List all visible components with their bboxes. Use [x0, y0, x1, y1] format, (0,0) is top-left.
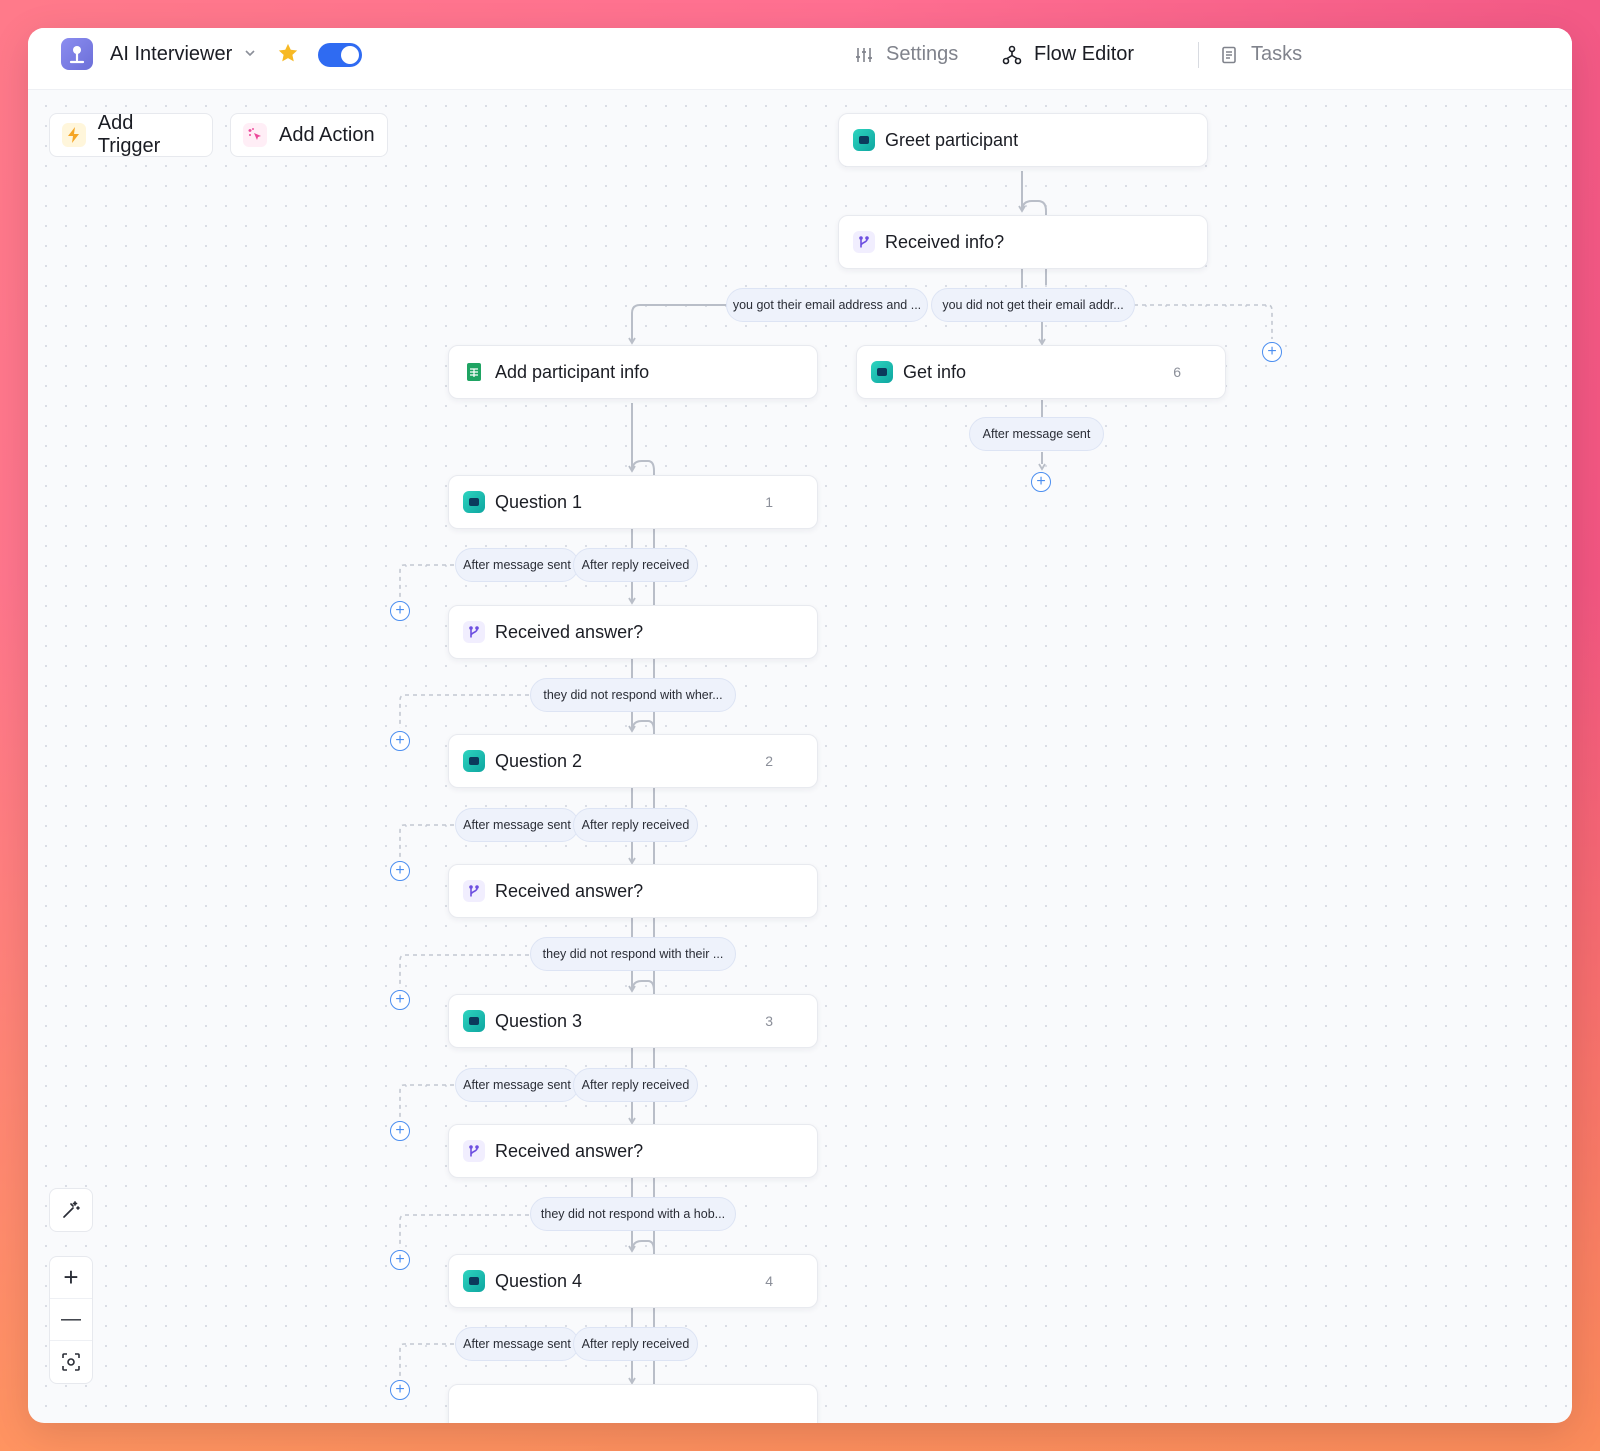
node-label: Question 1: [495, 491, 583, 512]
branch-icon: [463, 880, 485, 902]
nav-divider: [1198, 42, 1199, 68]
add-step-plus-icon[interactable]: +: [390, 601, 410, 621]
add-trigger-label: Add Trigger: [97, 112, 161, 157]
edge-label-after-reply-received[interactable]: After reply received: [573, 548, 698, 582]
node-label: Received answer?: [495, 1140, 644, 1161]
node-label: Question 2: [495, 750, 583, 771]
app-logo-icon[interactable]: [61, 38, 93, 70]
message-icon: [463, 1270, 485, 1292]
message-trigger-icon: [853, 129, 875, 151]
node-label: Received info?: [885, 231, 1005, 252]
app-window: AI Interviewer Settings Flow Editor Task…: [28, 28, 1572, 1423]
zoom-controls: + —: [49, 1256, 93, 1384]
message-icon: [463, 750, 485, 772]
add-step-plus-icon[interactable]: +: [1262, 342, 1282, 362]
step-count: 3: [765, 1013, 773, 1029]
edge-label-no-response[interactable]: they did not respond with a hob...: [530, 1197, 736, 1231]
edge-label-after-reply-received[interactable]: After reply received: [573, 1068, 698, 1102]
fit-view-button[interactable]: [50, 1341, 92, 1383]
zoom-out-button[interactable]: —: [50, 1299, 92, 1341]
branch-icon: [463, 1140, 485, 1162]
step-count: 2: [765, 753, 773, 769]
magic-wand-icon: [50, 1189, 92, 1231]
add-step-plus-icon[interactable]: +: [390, 731, 410, 751]
edge-label-after-message-sent[interactable]: After message sent: [969, 417, 1104, 451]
step-count: 6: [1173, 364, 1181, 380]
node-label: Received answer?: [495, 621, 644, 642]
auto-layout-button[interactable]: [49, 1188, 93, 1232]
edge-label-after-message-sent[interactable]: After message sent: [455, 1327, 579, 1361]
add-action-label: Add Action: [279, 123, 375, 146]
add-step-plus-icon[interactable]: +: [390, 861, 410, 881]
add-step-plus-icon[interactable]: +: [390, 990, 410, 1010]
spreadsheet-icon: [463, 361, 485, 383]
tab-settings[interactable]: Settings: [854, 43, 958, 66]
step-count: 1: [765, 494, 773, 510]
add-action-button[interactable]: Add Action: [230, 113, 388, 157]
node-received-answer-2[interactable]: Received answer?: [448, 864, 818, 918]
node-label: Add participant info: [495, 361, 650, 382]
sparkle-cursor-icon: [243, 123, 267, 147]
chevron-down-icon[interactable]: [243, 46, 257, 60]
lightning-icon: [62, 123, 86, 147]
document-icon: [1222, 46, 1236, 63]
edge-label-email-yes[interactable]: you got their email address and ...: [726, 288, 928, 322]
edge-label-after-reply-received[interactable]: After reply received: [573, 808, 698, 842]
message-icon: [463, 491, 485, 513]
edge-label-no-response[interactable]: they did not respond with their ...: [530, 937, 736, 971]
tab-flow-editor[interactable]: Flow Editor: [1002, 43, 1134, 66]
node-label: Received answer?: [495, 880, 644, 901]
app-title[interactable]: AI Interviewer: [110, 43, 233, 65]
focus-icon: [62, 1353, 80, 1371]
node-question-1[interactable]: Question 1 1: [448, 475, 818, 529]
star-icon[interactable]: [277, 42, 299, 64]
tab-tasks[interactable]: Tasks: [1219, 43, 1302, 66]
edge-label-email-no[interactable]: you did not get their email addr...: [931, 288, 1135, 322]
top-bar: AI Interviewer Settings Flow Editor Task…: [28, 28, 1572, 90]
flow-enabled-toggle[interactable]: [318, 43, 362, 67]
message-icon: [463, 1010, 485, 1032]
node-label: Question 4: [495, 1270, 583, 1291]
node-label: Greet participant: [885, 129, 1019, 150]
flow-icon: [1002, 45, 1022, 64]
node-question-3[interactable]: Question 3 3: [448, 994, 818, 1048]
add-step-plus-icon[interactable]: +: [390, 1121, 410, 1141]
node-get-info[interactable]: Get info 6: [856, 345, 1226, 399]
node-received-answer-1[interactable]: Received answer?: [448, 605, 818, 659]
add-step-plus-icon[interactable]: +: [1031, 472, 1051, 492]
edge-label-after-message-sent[interactable]: After message sent: [455, 808, 579, 842]
branch-icon: [853, 231, 875, 253]
add-trigger-button[interactable]: Add Trigger: [49, 112, 213, 157]
edge-label-after-reply-received[interactable]: After reply received: [573, 1327, 698, 1361]
add-step-plus-icon[interactable]: +: [390, 1250, 410, 1270]
node-label: Question 3: [495, 1010, 583, 1031]
node-add-participant-info[interactable]: Add participant info: [448, 345, 818, 399]
branch-icon: [463, 621, 485, 643]
add-step-plus-icon[interactable]: +: [390, 1380, 410, 1400]
tab-settings-label: Settings: [886, 43, 959, 65]
edge-label-after-message-sent[interactable]: After message sent: [455, 548, 579, 582]
zoom-in-button[interactable]: +: [50, 1257, 92, 1299]
flow-connectors: [399, 171, 1273, 1396]
node-partial[interactable]: [448, 1384, 818, 1423]
edge-label-no-response[interactable]: they did not respond with wher...: [530, 678, 736, 712]
tab-flow-editor-label: Flow Editor: [1034, 43, 1135, 65]
node-greet-participant[interactable]: Greet participant: [838, 113, 1208, 167]
node-question-4[interactable]: Question 4 4: [448, 1254, 818, 1308]
tab-tasks-label: Tasks: [1251, 43, 1303, 65]
node-received-answer-3[interactable]: Received answer?: [448, 1124, 818, 1178]
sliders-icon: [856, 47, 872, 62]
edge-label-after-message-sent[interactable]: After message sent: [455, 1068, 579, 1102]
node-received-info[interactable]: Received info?: [838, 215, 1208, 269]
message-icon: [871, 361, 893, 383]
node-question-2[interactable]: Question 2 2: [448, 734, 818, 788]
node-label: Get info: [903, 361, 967, 382]
step-count: 4: [765, 1273, 773, 1289]
